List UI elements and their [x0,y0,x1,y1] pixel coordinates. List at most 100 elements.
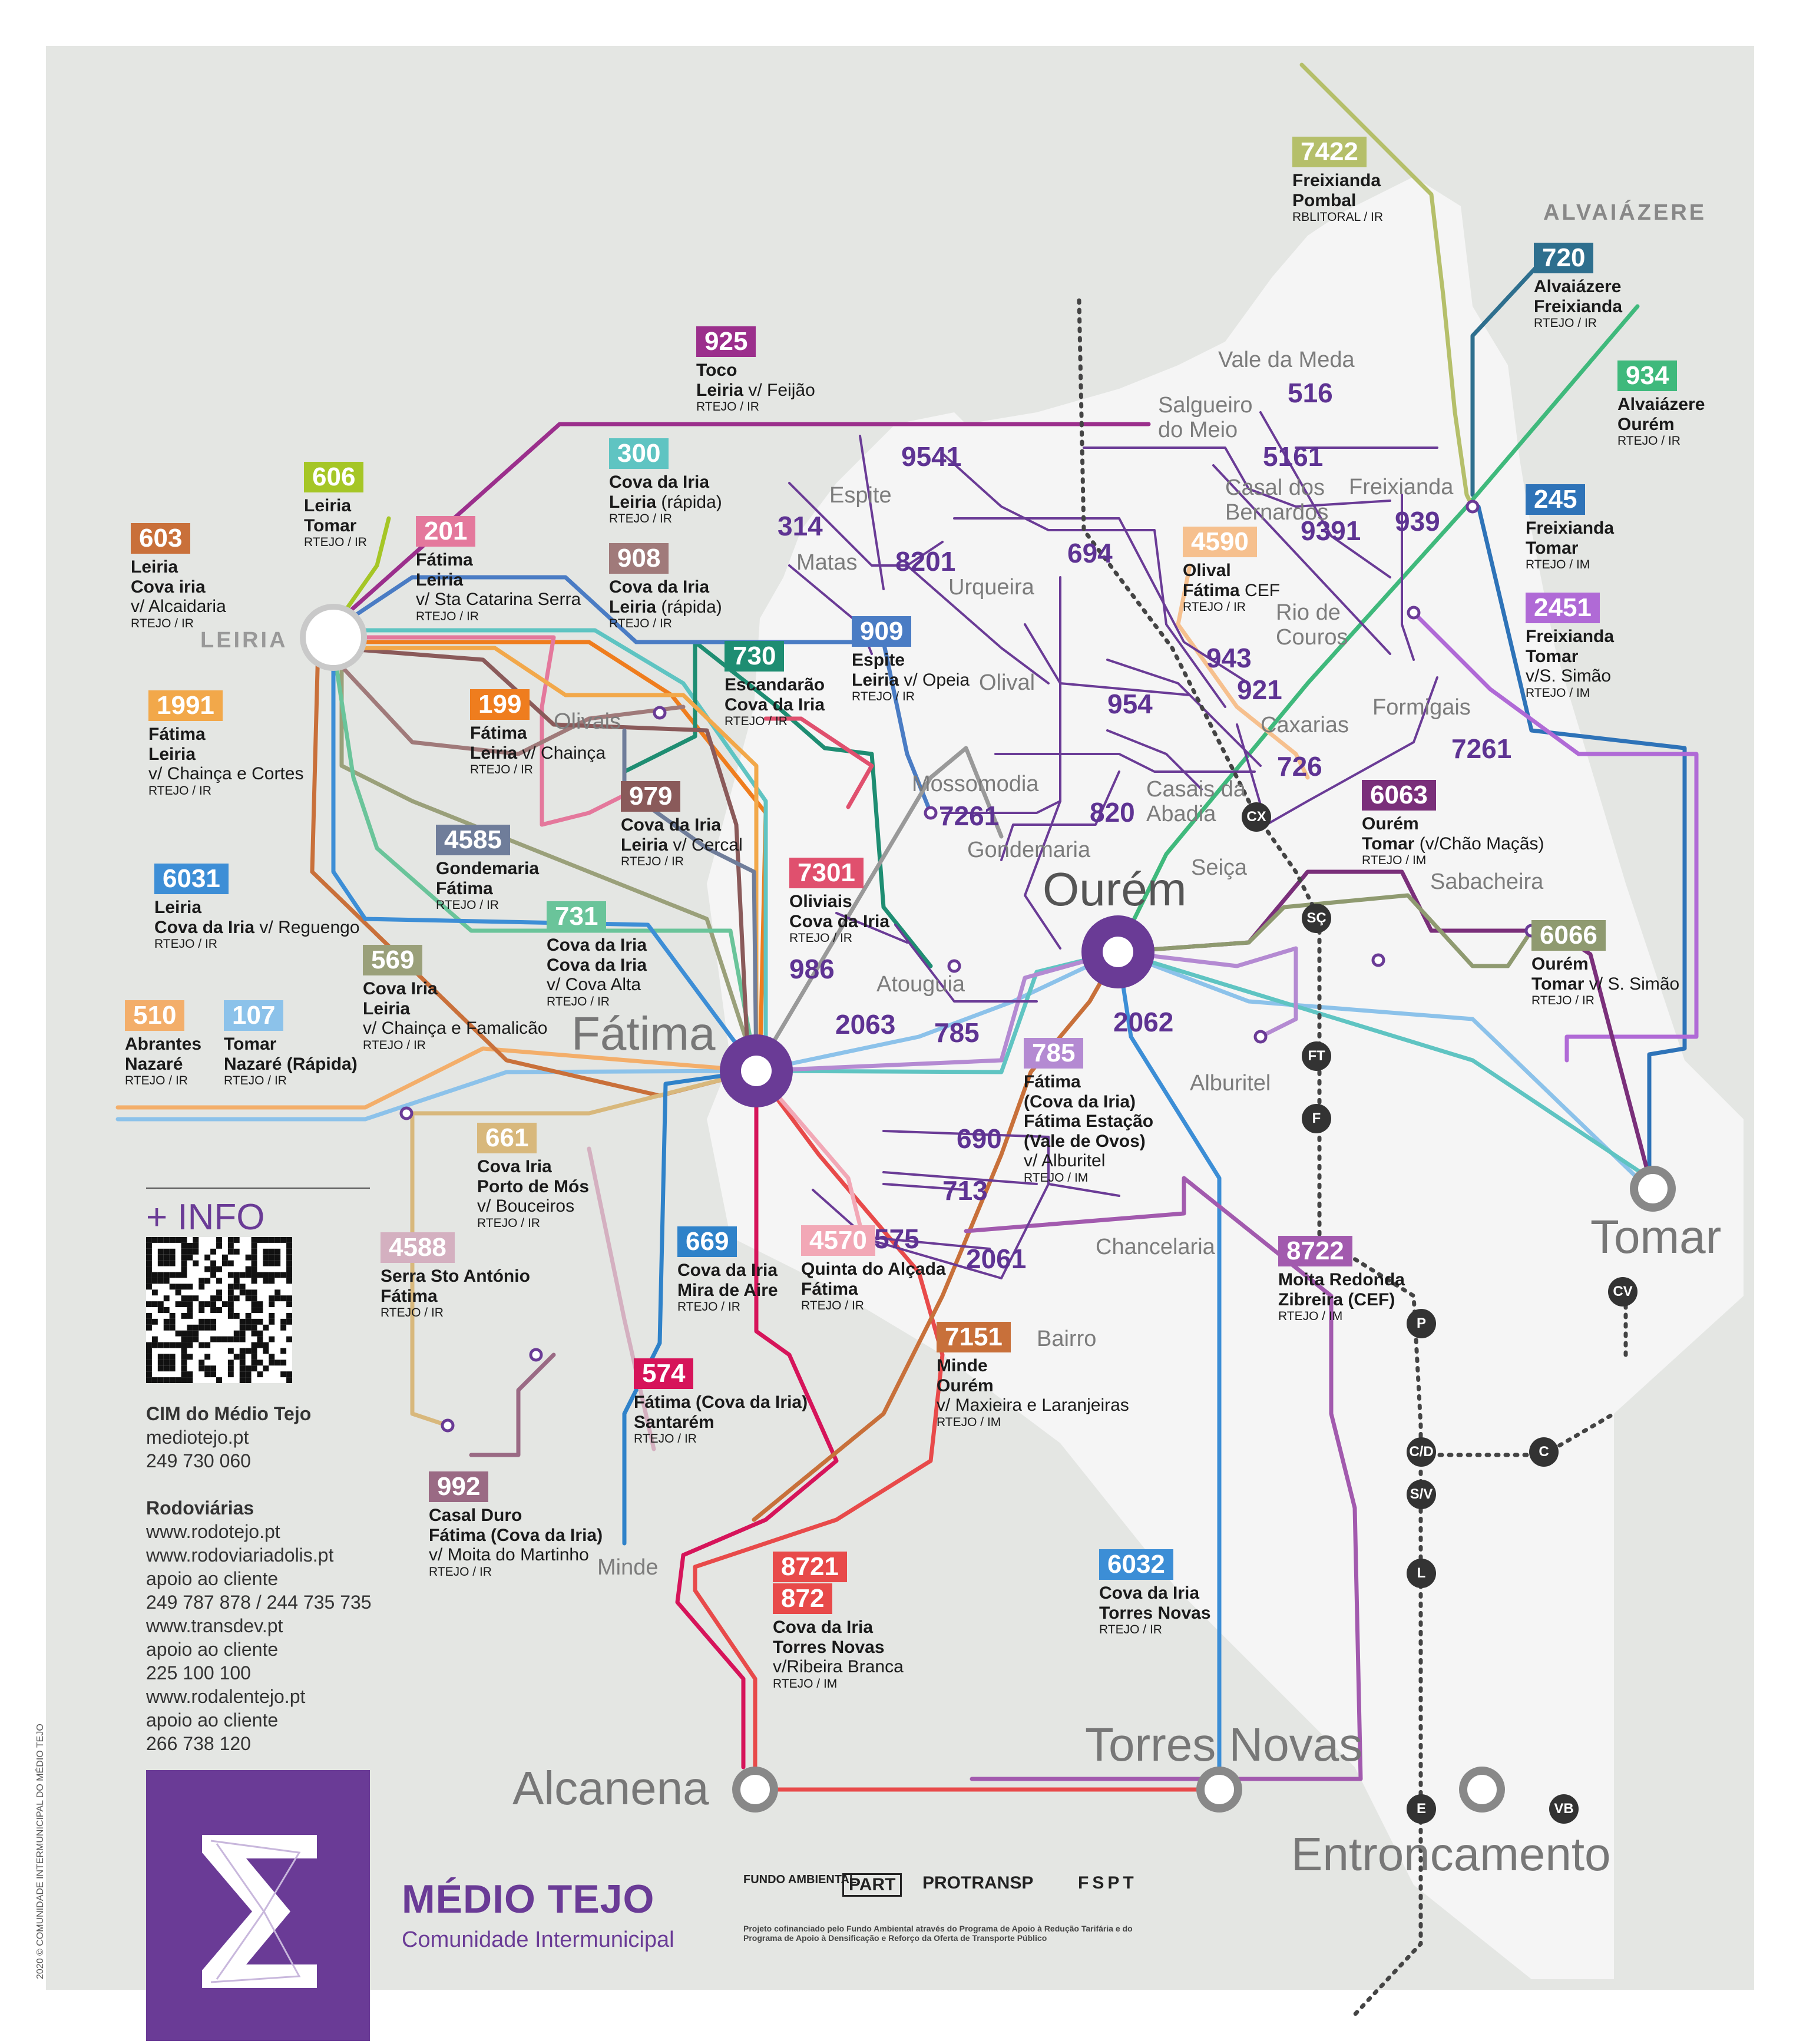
route-number-badge: 7422 [1292,137,1367,167]
rail-station-badge[interactable]: C/D [1407,1437,1436,1467]
town-fatima: Fátima [571,1007,716,1060]
rail-station-badge[interactable]: SÇ [1302,904,1331,933]
rodo-line[interactable]: www.rodoviariadolis.pt [146,1544,334,1566]
route-number-badge: 4570 [801,1225,875,1256]
rodo-line[interactable]: www.rodalentejo.pt [146,1686,306,1707]
rodo-line[interactable]: www.transdev.pt [146,1615,283,1636]
route-name: Leiria [304,496,352,515]
org-site[interactable]: mediotejo.pt [146,1427,249,1448]
route-name: Alvaiázere [1617,395,1705,414]
route-via: v/ Chainça e Famalicão [363,1018,548,1038]
rail-station-badge[interactable]: L [1407,1559,1436,1588]
route-name2: Ourém [937,1375,994,1395]
place-label: Matas [796,550,858,575]
rail-station-badge[interactable]: P [1407,1309,1436,1338]
map-route-number: 694 [1067,538,1113,568]
route-line-934 [1116,304,1640,954]
route-name: Cova da Iria [609,472,710,492]
route-number-badge: 909 [852,616,912,647]
route-name2_rest: v/ Chainça [517,743,606,763]
local-line [1401,494,1415,661]
route-number-badge: 730 [725,641,785,672]
rail-station-badge[interactable]: C [1529,1437,1559,1467]
route-end-dot [924,806,938,820]
local-line [1000,770,1120,861]
route-name2: Leiria [363,998,411,1018]
route-name2: Fátima [1183,580,1240,600]
route-operator: RTEJO / IR [125,1074,188,1088]
route-line-731 [331,646,759,1073]
rodo-line[interactable]: www.rodotejo.pt [146,1521,280,1542]
local-line [882,1171,1038,1185]
rail-station-badge[interactable]: VB [1549,1794,1579,1824]
route-name2: Fátima [801,1279,858,1299]
route-operator: RTEJO / IR [363,1038,426,1052]
hub-tomar [1630,1166,1676,1212]
route-name2_rest: CEF [1239,580,1281,600]
rail-station-badge[interactable]: S/V [1407,1480,1436,1509]
map-route-number: 7261 [1451,733,1512,764]
qr-code[interactable] [146,1237,292,1383]
org-phone: 249 730 060 [146,1450,251,1471]
rail-station-badge[interactable]: E [1407,1794,1436,1824]
map-route-number: 2063 [835,1009,896,1040]
route-number-badge: 731 [547,901,607,932]
route-line-6032 [1116,950,1222,1775]
place-label: Freixianda [1349,475,1454,500]
rail-station-badge[interactable]: F [1302,1104,1331,1133]
rail-station-badge[interactable]: CV [1608,1277,1637,1307]
place-label: Mossomodia [912,772,1039,796]
route-label-8721[interactable]: 8721 [773,1552,847,1586]
route-end-dot [947,959,961,973]
route-name2: Fátima (Cova da Iria) [429,1525,603,1545]
route-name2_rest: v/ Feijão [743,380,815,400]
route-name: Quinta do Alçada [801,1259,946,1279]
route-number-badge: 7151 [937,1322,1011,1352]
route-line-785 [754,946,1298,1073]
rail-station-badge[interactable]: CX [1242,802,1271,832]
route-number-badge: 992 [429,1471,489,1502]
route-name: Fátima [1024,1072,1081,1092]
map-route-number: 986 [789,954,835,984]
route-name2: Santarém [634,1412,714,1432]
place-label: Sabacheira [1430,869,1544,894]
rail-station-badge[interactable]: FT [1302,1041,1331,1071]
